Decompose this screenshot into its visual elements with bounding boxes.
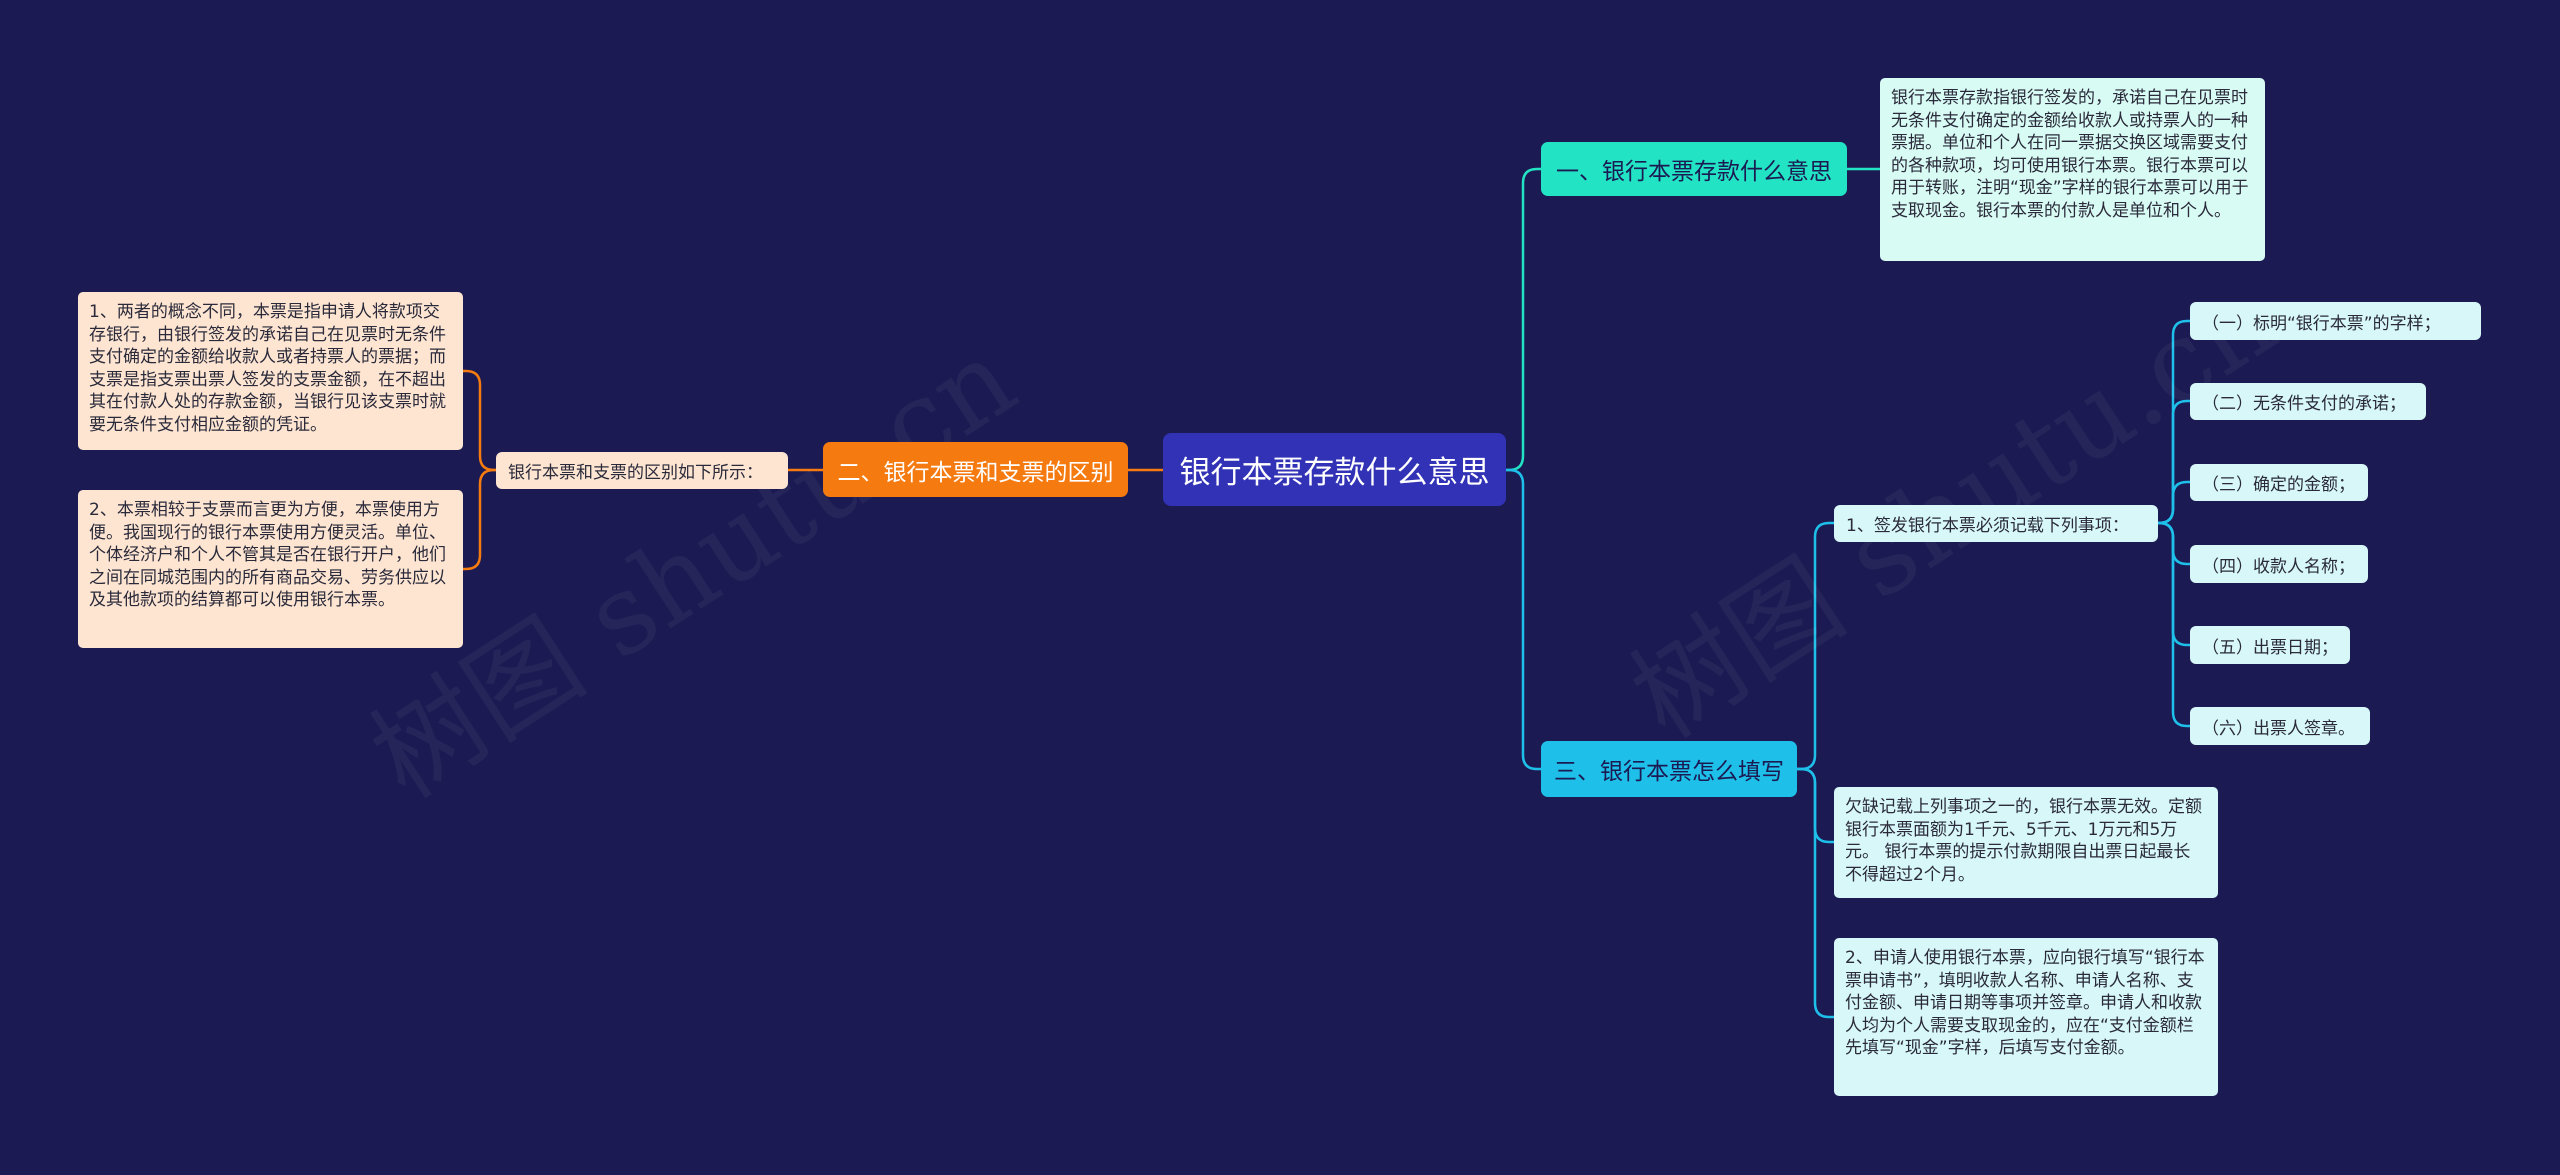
root-topic[interactable]: 银行本票存款什么意思 [1163, 433, 1506, 506]
branch-3-note-1[interactable]: 欠缺记载上列事项之一的，银行本票无效。定额银行本票面额为1千元、5千元、1万元和… [1834, 787, 2218, 898]
link-step1-item-2 [2158, 399, 2190, 525]
branch-3-topic[interactable]: 三、银行本票怎么填写 [1541, 741, 1797, 797]
link-intro-p2 [463, 468, 496, 571]
branch-2-point-2[interactable]: 2、本票相较于支票而言更为方便，本票使用方便。我国现行的银行本票使用方便灵活。单… [78, 490, 463, 648]
link-step1-item-4 [2158, 521, 2190, 566]
branch-2-intro[interactable]: 银行本票和支票的区别如下所示： [496, 452, 788, 489]
link-step1-item-3 [2158, 480, 2190, 525]
branch-2-topic[interactable]: 二、银行本票和支票的区别 [823, 442, 1128, 497]
link-b3-note1 [1797, 767, 1834, 844]
link-step1-item-6 [2158, 521, 2190, 728]
link-root-b3 [1506, 468, 1541, 771]
step-1-item-6[interactable]: （六）出票人签章。 [2190, 707, 2370, 745]
branch-1-note[interactable]: 银行本票存款指银行签发的，承诺自己在见票时无条件支付确定的金额给收款人或持票人的… [1880, 78, 2265, 261]
link-step1-item-5 [2158, 521, 2190, 647]
step-1-item-3[interactable]: （三）确定的金额； [2190, 464, 2368, 501]
branch-3-note-2[interactable]: 2、申请人使用银行本票，应向银行填写“银行本票申请书”，填明收款人名称、申请人名… [1834, 938, 2218, 1096]
step-1-item-2[interactable]: （二）无条件支付的承诺； [2190, 383, 2426, 420]
link-step1-item-1 [2158, 319, 2190, 525]
branch-1-topic[interactable]: 一、银行本票存款什么意思 [1541, 142, 1847, 196]
link-b3-step1 [1797, 521, 1834, 771]
link-b3-note2 [1797, 767, 1834, 1019]
step-1-item-1[interactable]: （一）标明“银行本票”的字样； [2190, 302, 2481, 340]
step-1-item-5[interactable]: （五）出票日期； [2190, 626, 2350, 664]
step-1-item-4[interactable]: （四）收款人名称； [2190, 545, 2368, 583]
branch-3-step-1[interactable]: 1、签发银行本票必须记载下列事项： [1834, 505, 2158, 542]
branch-2-point-1[interactable]: 1、两者的概念不同，本票是指申请人将款项交存银行，由银行签发的承诺自己在见票时无… [78, 292, 463, 450]
link-root-b1 [1506, 167, 1541, 472]
link-intro-p1 [463, 369, 496, 472]
